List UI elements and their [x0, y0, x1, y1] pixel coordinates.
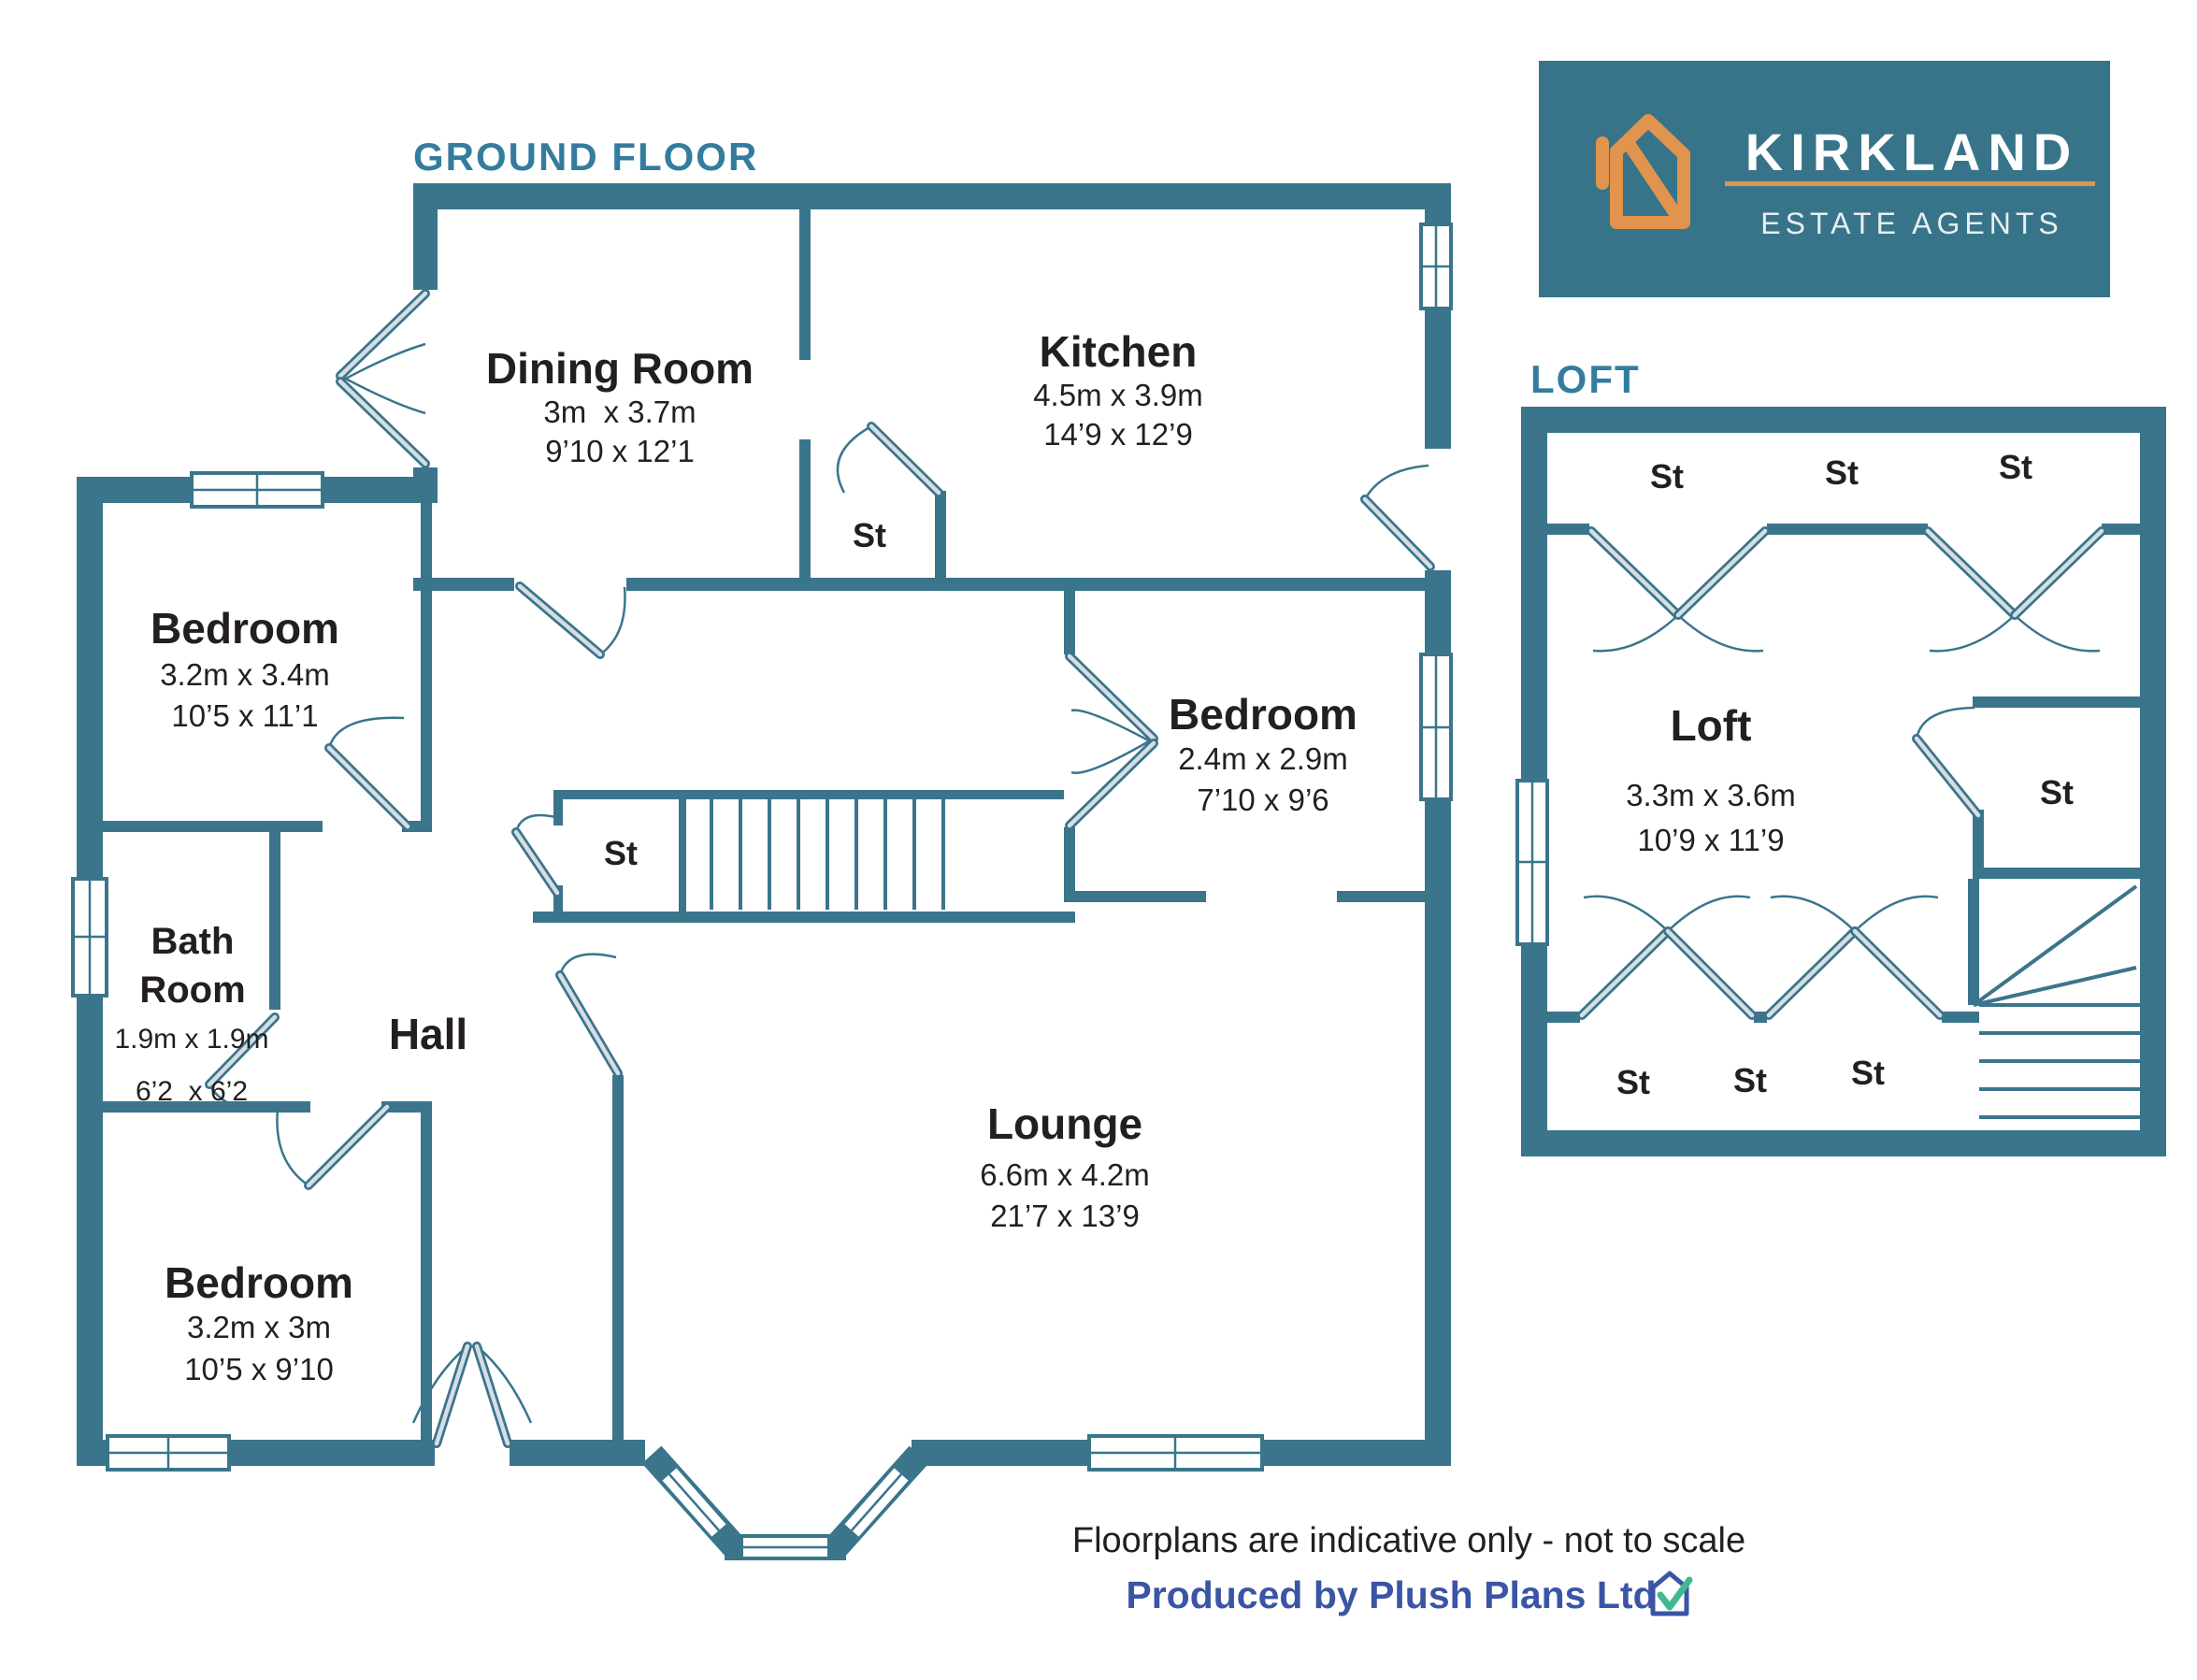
- kitchen-name: Kitchen: [1040, 327, 1198, 376]
- bathroom-name-line1: Bath: [151, 921, 235, 962]
- bedroom-bottom-dim-m: 3.2m x 3m: [187, 1310, 331, 1344]
- bedroom-left-dim-m: 3.2m x 3.4m: [160, 657, 330, 692]
- bedroom-left-dim-ft: 10’5 x 11’1: [171, 698, 318, 733]
- bedroom-middle-dim-m: 2.4m x 2.9m: [1178, 741, 1348, 776]
- loft-storage-doors-top-left: [1587, 526, 1770, 653]
- hall-name: Hall: [389, 1010, 467, 1058]
- loft-room-dim-ft: 10’9 x 11’9: [1637, 823, 1784, 857]
- label-kitchen: Kitchen 4.5m x 3.9m 14’9 x 12’9: [1033, 327, 1203, 452]
- door-bedroom-left: [324, 716, 412, 831]
- window-left-wall: [71, 877, 108, 998]
- bedroom-middle-dim-ft: 7’10 x 9’6: [1197, 783, 1328, 817]
- loft-storage-doors-bottom-right: [1764, 895, 1945, 1020]
- lounge-dim-ft: 21’7 x 13’9: [990, 1199, 1140, 1233]
- logo-brand-text: KIRKLAND: [1745, 122, 2078, 181]
- window-top-left: [190, 471, 324, 509]
- loft-storage-doors-top-right: [1923, 526, 2106, 653]
- lounge-name: Lounge: [987, 1099, 1142, 1148]
- loft-title: LOFT: [1530, 357, 1641, 401]
- kitchen-dim-ft: 14’9 x 12’9: [1043, 417, 1193, 452]
- window-lounge-bottom: [1087, 1434, 1264, 1472]
- window-bedroom-right: [1419, 653, 1453, 801]
- door-bathroom: [205, 1012, 280, 1112]
- double-doors-bedroom-middle: [1065, 652, 1158, 830]
- staircase: [710, 799, 945, 910]
- logo-underline: [1725, 181, 2095, 186]
- label-bedroom-left: Bedroom 3.2m x 3.4m 10’5 x 11’1: [151, 604, 339, 733]
- dining-room-dim-ft: 9’10 x 12’1: [545, 434, 695, 468]
- door-bedroom-bottom: [276, 1102, 392, 1190]
- loft-staircase: [1972, 884, 2140, 1119]
- loft-room-name: Loft: [1671, 701, 1752, 750]
- label-dining-room: Dining Room 3m x 3.7m 9’10 x 12’1: [486, 344, 754, 468]
- loft-interior-walls: [1547, 524, 2140, 1023]
- ground-floor-title: GROUND FLOOR: [413, 135, 758, 179]
- logo-tagline-text: ESTATE AGENTS: [1760, 207, 2062, 240]
- storage-understairs-label: St: [604, 834, 638, 872]
- plush-plans-logo-icon: [1650, 1571, 1693, 1616]
- label-bedroom-middle: Bedroom 2.4m x 2.9m 7’10 x 9’6: [1169, 690, 1357, 817]
- bathroom-name-line2: Room: [139, 969, 245, 1011]
- ground-floor-interior-walls: [103, 209, 1425, 1440]
- bathroom-dim-ft: 6’2 x 6’2: [136, 1076, 248, 1107]
- loft-window-left: [1515, 779, 1549, 946]
- label-hall: Hall: [389, 1010, 467, 1058]
- front-entrance-doors: [411, 1342, 533, 1448]
- logo-background: [1539, 61, 2110, 297]
- loft-st-bottom-3: St: [1851, 1054, 1885, 1092]
- bathroom-dim-m: 1.9m x 1.9m: [114, 1024, 268, 1055]
- ground-floor-exterior-walls: [77, 183, 1451, 1466]
- loft-st-top-1: St: [1650, 457, 1684, 495]
- loft-st-top-2: St: [1825, 453, 1859, 492]
- label-bathroom: Bath Room 1.9m x 1.9m 6’2 x 6’2: [114, 921, 268, 1107]
- bedroom-bottom-dim-ft: 10’5 x 9’10: [184, 1352, 334, 1386]
- loft-storage-door-right: [1912, 706, 1983, 820]
- loft-exterior-walls: [1521, 407, 2166, 1156]
- dining-room-dim-m: 3m x 3.7m: [543, 395, 696, 429]
- door-dining-hall: [515, 582, 626, 659]
- window-bottom-left: [106, 1434, 231, 1472]
- loft-st-top-3: St: [1999, 448, 2032, 486]
- loft-st-right: St: [2040, 773, 2074, 811]
- door-storage-closet: [836, 422, 943, 497]
- house-icon: [1596, 114, 1690, 229]
- label-loft-room: Loft 3.3m x 3.6m 10’9 x 11’9: [1626, 701, 1796, 857]
- label-lounge: Lounge 6.6m x 4.2m 21’7 x 13’9: [980, 1099, 1150, 1233]
- label-bedroom-bottom: Bedroom 3.2m x 3m 10’5 x 9’10: [165, 1258, 353, 1386]
- bedroom-left-name: Bedroom: [151, 604, 339, 653]
- bedroom-middle-name: Bedroom: [1169, 690, 1357, 739]
- kitchen-dim-m: 4.5m x 3.9m: [1033, 378, 1203, 412]
- loft-st-bottom-1: St: [1616, 1063, 1650, 1101]
- window-kitchen-right: [1419, 223, 1453, 310]
- bedroom-bottom-name: Bedroom: [165, 1258, 353, 1307]
- door-understairs-storage: [511, 813, 562, 897]
- loft-storage-doors-bottom-left: [1577, 895, 1757, 1020]
- footer-disclaimer: Floorplans are indicative only - not to …: [1072, 1521, 1745, 1560]
- footer-credit: Produced by Plush Plans Ltd: [1126, 1573, 1656, 1616]
- storage-closet-label: St: [853, 516, 886, 554]
- loft-room-dim-m: 3.3m x 3.6m: [1626, 778, 1796, 812]
- dining-room-name: Dining Room: [486, 344, 754, 393]
- loft-st-bottom-2: St: [1733, 1061, 1767, 1099]
- lounge-dim-m: 6.6m x 4.2m: [980, 1157, 1150, 1192]
- kirkland-logo: KIRKLAND ESTATE AGENTS: [1539, 61, 2110, 297]
- bay-window: [641, 1445, 929, 1560]
- french-doors-dining: [336, 289, 430, 468]
- door-hall-lounge: [555, 953, 623, 1078]
- door-kitchen-exterior: [1360, 464, 1435, 571]
